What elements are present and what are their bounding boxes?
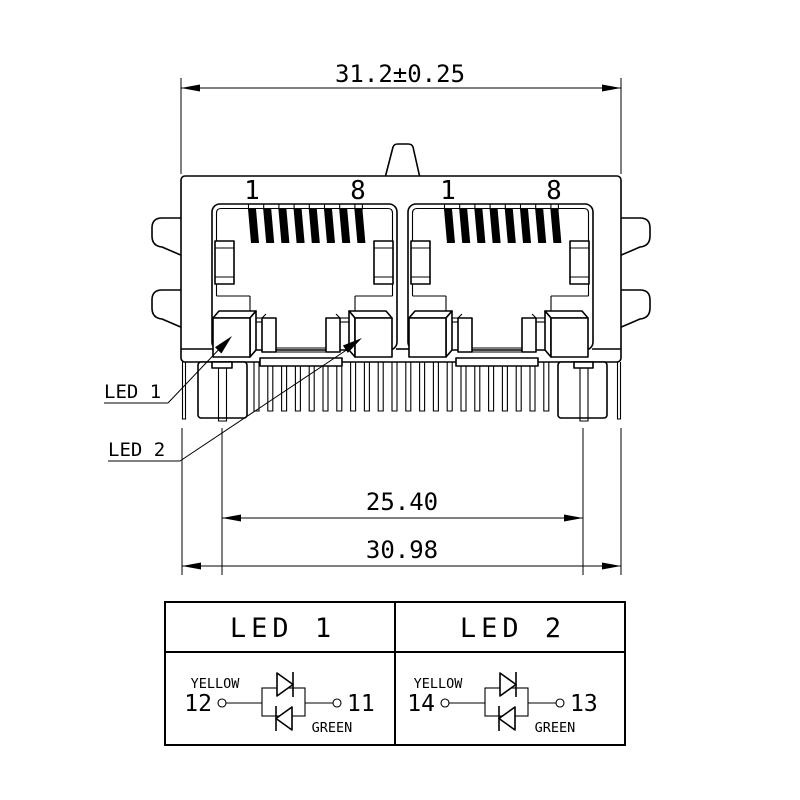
led1-left-pin: 12 [184, 691, 212, 717]
port-inner-outline [215, 207, 394, 296]
diode-yellow-icon [499, 672, 517, 697]
rj45-port-1 [211, 203, 398, 358]
contact-pin [293, 209, 305, 243]
terminal-circle-icon [440, 698, 450, 708]
led2-green-label: GREEN [535, 720, 576, 736]
port-bottom-profile [216, 295, 393, 353]
key-slot-band-left [259, 357, 343, 367]
arrowhead-right-icon [602, 562, 621, 570]
contact-pin [459, 209, 471, 243]
dimension-peg-spacing: 25.40 [221, 428, 584, 575]
contact-pin [504, 209, 516, 243]
led2-schematic: YELLOW 14 13 GREEN [407, 672, 598, 736]
emi-tab-right-bottom [618, 289, 651, 329]
base-side-walls [181, 362, 622, 420]
board-lock-peg-right [573, 361, 594, 422]
led1-right-pin: 11 [347, 691, 375, 717]
contact-pin [339, 209, 351, 243]
dimension-overall-width: 31.2±0.25 [180, 60, 622, 174]
contact-pin [308, 209, 320, 243]
contact-pin [474, 209, 486, 243]
led1-schematic: YELLOW 12 11 GREEN [184, 672, 375, 736]
table-header-led1: LED 1 [230, 613, 336, 644]
led1-leader-line [167, 342, 226, 404]
contact-pin [520, 209, 531, 243]
terminal-circle-icon [332, 698, 342, 708]
contact-pin [324, 209, 335, 243]
diode-green-icon [498, 706, 516, 731]
emi-tab-left-top [151, 217, 184, 257]
port-inner-outline [411, 207, 590, 296]
led2-left-pin: 14 [407, 691, 435, 717]
terminal-circle-icon [217, 698, 227, 708]
port-bottom-profile [412, 295, 589, 353]
port-latch-left [214, 240, 235, 285]
led2-window [348, 310, 393, 358]
led1-green-label: GREEN [312, 720, 353, 736]
led2-arrowhead-icon [342, 338, 362, 353]
contact-pin [444, 209, 455, 243]
diode-green-icon [275, 706, 293, 731]
contact-pin [278, 209, 290, 243]
table-header-led2: LED 2 [460, 613, 566, 644]
led2-right-pin: 13 [570, 691, 598, 717]
diode-yellow-icon [276, 672, 294, 697]
dimension-base-width: 30.98 [181, 428, 622, 575]
port1-pin1-label: 1 [244, 176, 260, 206]
arrowhead-left-icon [182, 562, 201, 570]
contact-pin [248, 209, 259, 243]
port-latch-left [410, 240, 431, 285]
contact-pin [354, 209, 366, 243]
arrowhead-right-icon [564, 514, 583, 522]
contact-pin [263, 209, 275, 243]
rj45-port-2 [407, 203, 594, 358]
led-circuit-table: LED 1 LED 2 YELLOW 12 11 GREEN YELLOW [164, 601, 626, 746]
led1-yellow-label: YELLOW [191, 676, 241, 692]
key-slot-band-right [455, 357, 539, 367]
led2-leader-line [179, 348, 349, 462]
port2-pin1-label: 1 [440, 176, 456, 206]
port-latch-right [373, 240, 394, 285]
mounting-post-right [557, 361, 608, 419]
arrowhead-left-icon [181, 84, 200, 92]
board-lock-peg-left [211, 361, 233, 422]
top-center-tab [384, 143, 421, 179]
through-hole-pins [253, 362, 550, 412]
port2-pin8-label: 8 [546, 176, 562, 206]
contact-pin [489, 209, 501, 243]
port1-pin8-label: 8 [350, 176, 366, 206]
rj45-ports: 1 8 1 8 [211, 176, 594, 358]
dimension-text-base-width: 30.98 [366, 536, 438, 564]
led-leaders: LED 1 LED 2 [104, 336, 362, 462]
contact-pin [535, 209, 547, 243]
led1-leader-label: LED 1 [104, 381, 161, 403]
dimension-text-overall-width: 31.2±0.25 [335, 60, 465, 88]
mounting-post-left [197, 361, 248, 419]
bottom-pins-area [181, 357, 622, 422]
contact-pin [550, 209, 562, 243]
led2-leader-label: LED 2 [108, 439, 165, 461]
emi-tab-left-bottom [151, 289, 184, 329]
arrowhead-right-icon [602, 84, 621, 92]
dimension-text-peg-spacing: 25.40 [366, 488, 438, 516]
led1-window [408, 310, 453, 358]
arrowhead-left-icon [222, 514, 241, 522]
emi-tab-right-top [618, 217, 651, 257]
contact-pins [247, 204, 562, 243]
led1-arrowhead-icon [215, 336, 232, 354]
led2-window [544, 310, 589, 358]
led2-yellow-label: YELLOW [414, 676, 464, 692]
port-latch-right [569, 240, 590, 285]
terminal-circle-icon [555, 698, 565, 708]
